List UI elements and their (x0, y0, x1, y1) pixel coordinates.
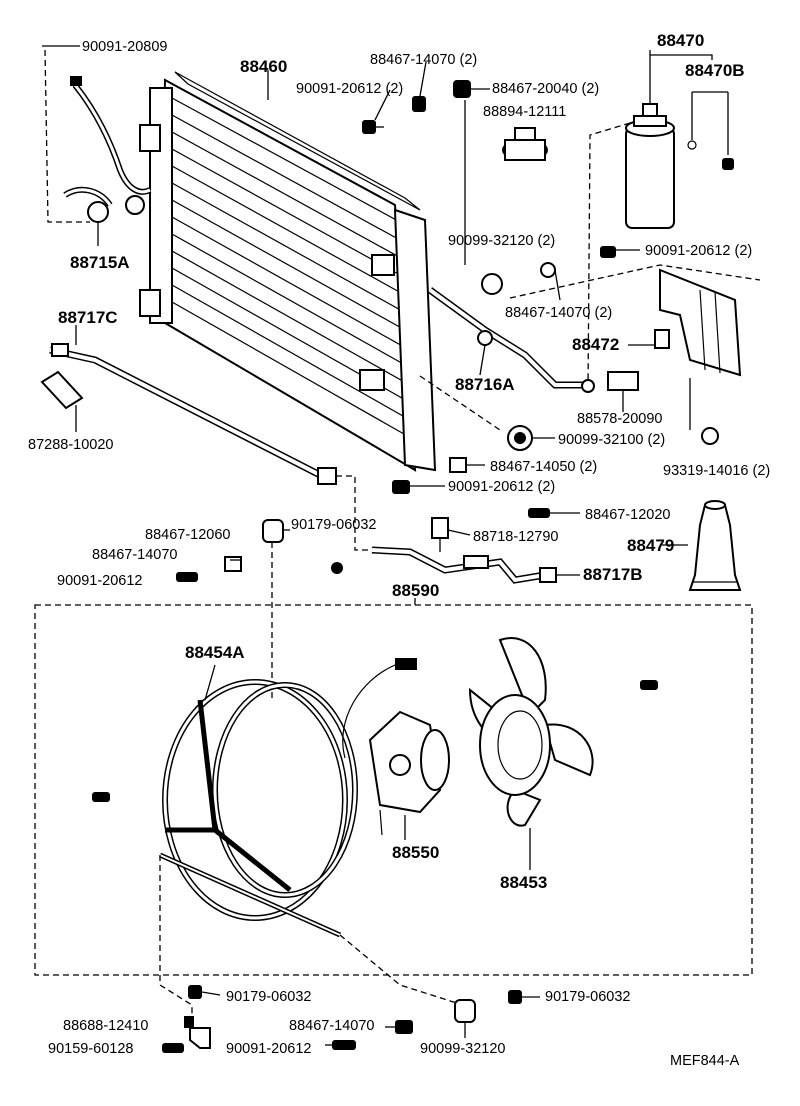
label-88715A: 88715A (70, 253, 130, 272)
boot-88479[interactable] (688, 500, 742, 591)
bracket-88472[interactable] (654, 268, 742, 377)
sleeve-87288-10020[interactable] (40, 370, 84, 410)
label-88453: 88453 (500, 873, 547, 892)
label-88470B: 88470B (685, 61, 745, 80)
bolt[interactable] (362, 120, 376, 134)
label-88688-12410: 88688-12410 (63, 1018, 148, 1034)
bracket-88688-12410[interactable] (184, 1016, 211, 1049)
label-90091-20809: 90091-20809 (82, 39, 167, 55)
clip-88578-20090[interactable] (607, 371, 639, 391)
bolt[interactable] (449, 457, 467, 473)
label-90179-06032a: 90179-06032 (291, 517, 376, 533)
label-88716A: 88716A (455, 375, 515, 394)
fan-assembly-88590-box (34, 604, 753, 976)
label-88718-12790: 88718-12790 (473, 529, 558, 545)
label-90091-20612-2b: 90091-20612 (2) (645, 243, 752, 259)
bolt[interactable] (395, 1020, 413, 1034)
bolt[interactable] (224, 556, 242, 572)
bushing[interactable] (412, 96, 426, 112)
label-88467-20040-2: 88467-20040 (2) (492, 81, 599, 97)
label-88454A: 88454A (185, 643, 245, 662)
fan-blade-88453[interactable] (468, 637, 594, 827)
washer-93319[interactable] (701, 427, 719, 445)
grommet[interactable] (481, 273, 503, 295)
bushing[interactable] (453, 80, 471, 98)
label-88550: 88550 (392, 843, 439, 862)
screw[interactable] (92, 792, 110, 802)
fan-motor-88550[interactable] (342, 658, 450, 836)
screw[interactable] (640, 680, 658, 690)
hose-88715a[interactable] (63, 76, 152, 223)
label-90159-60128: 90159-60128 (48, 1041, 133, 1057)
label-90099-32120: 90099-32120 (420, 1041, 505, 1057)
grommet-90099-32120[interactable] (454, 999, 476, 1023)
label-88460: 88460 (240, 57, 287, 76)
bolt[interactable] (332, 1040, 356, 1050)
label-88479: 88479 (627, 536, 674, 555)
label-88467-14070a: 88467-14070 (92, 547, 177, 563)
condenser-88460[interactable] (139, 71, 437, 472)
bolt[interactable] (600, 246, 616, 258)
label-88467-14050-2: 88467-14050 (2) (490, 459, 597, 475)
label-88467-12060: 88467-12060 (145, 527, 230, 543)
pipe-88717c[interactable] (49, 343, 337, 485)
label-88467-12020: 88467-12020 (585, 507, 670, 523)
label-90091-20612b: 90091-20612 (226, 1041, 311, 1057)
label-87288-10020: 87288-10020 (28, 437, 113, 453)
label-88467-14070-2b: 88467-14070 (2) (505, 305, 612, 321)
label-90179-06032b: 90179-06032 (226, 989, 311, 1005)
label-88467-14070-2a: 88467-14070 (2) (370, 52, 477, 68)
bolt[interactable] (176, 572, 198, 582)
label-90091-20612a: 90091-20612 (57, 573, 142, 589)
label-90179-06032c: 90179-06032 (545, 989, 630, 1005)
label-88472: 88472 (572, 335, 619, 354)
label-90091-20612-2a: 90091-20612 (2) (296, 81, 403, 97)
pipe-88716a[interactable] (427, 287, 595, 393)
diagram-code: MEF844-A (670, 1053, 740, 1069)
label-90099-32100-2: 90099-32100 (2) (558, 432, 665, 448)
nut[interactable] (508, 990, 522, 1004)
nut[interactable] (331, 562, 343, 574)
label-88470: 88470 (657, 31, 704, 50)
bolt[interactable] (540, 262, 556, 278)
label-88578-20090: 88578-20090 (577, 411, 662, 427)
bolt[interactable] (392, 480, 410, 494)
label-88717B: 88717B (583, 565, 643, 584)
cap-88894-12111[interactable] (502, 127, 548, 161)
label-88590: 88590 (392, 581, 439, 600)
label-90091-20612-2c: 90091-20612 (2) (448, 479, 555, 495)
label-93319-14016-2: 93319-14016 (2) (663, 463, 770, 479)
bolt[interactable] (528, 508, 550, 518)
fan-shroud-88454a[interactable] (158, 679, 358, 938)
label-90099-32120-2: 90099-32120 (2) (448, 233, 555, 249)
receiver-drier-88470[interactable] (625, 103, 675, 229)
pipe-88717b[interactable] (371, 546, 557, 584)
bushing-88467-12060[interactable] (262, 519, 284, 543)
label-88717C: 88717C (58, 308, 118, 327)
label-88894-12111: 88894-12111 (483, 104, 566, 120)
clip-88718-12790[interactable] (431, 517, 449, 539)
nut[interactable] (188, 985, 202, 999)
label-88467-14070b: 88467-14070 (289, 1018, 374, 1034)
